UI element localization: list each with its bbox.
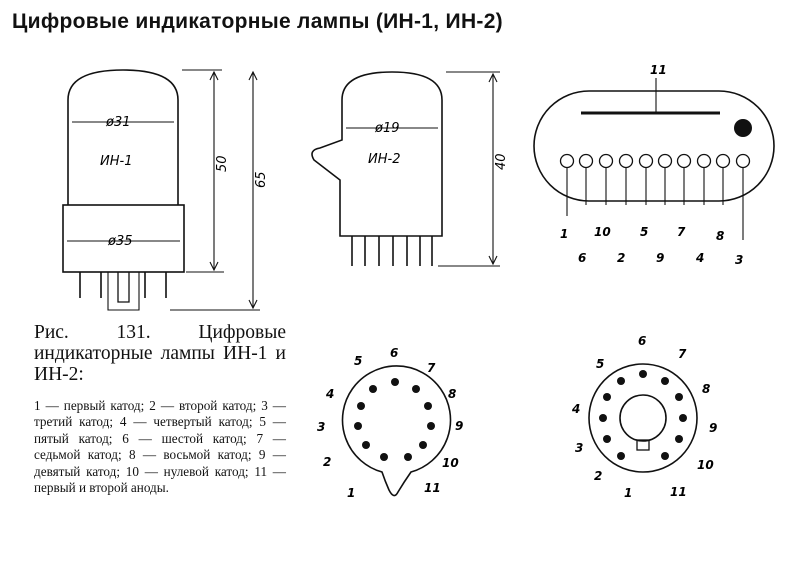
in1-name-label: ИН-1	[100, 154, 132, 169]
base1-outline	[341, 365, 452, 497]
base1-pins	[354, 378, 435, 461]
side-label-7: 7	[677, 225, 686, 239]
base2-label-10: 10	[697, 458, 714, 472]
base1-label-4: 4	[325, 387, 334, 401]
base1-label-11: 11	[424, 481, 441, 495]
side-label-3: 3	[735, 253, 743, 267]
side-label-1: 1	[560, 227, 568, 241]
in1-lamp-outline	[62, 69, 185, 311]
in2-height: 40	[494, 153, 509, 170]
base2-label-6: 6	[638, 334, 646, 348]
side-view-dot	[734, 119, 752, 137]
base2-label-4: 4	[571, 402, 580, 416]
base2-pins	[599, 370, 687, 460]
in1-height-body: 50	[215, 155, 230, 172]
side-view-outline	[533, 78, 775, 240]
base2-label-3: 3	[575, 441, 583, 455]
side-label-10: 10	[594, 225, 611, 239]
figure-title: Цифровые индикаторные лампы (ИН-1, ИН-2)	[12, 10, 503, 33]
in1-top-diameter: ø31	[105, 115, 131, 130]
base1-label-2: 2	[323, 455, 331, 469]
base2-label-9: 9	[709, 421, 717, 435]
base1-label-5: 5	[354, 354, 362, 368]
base1-label-10: 10	[442, 456, 459, 470]
base1-label-1: 1	[347, 486, 355, 500]
base2-label-1: 1	[624, 486, 632, 500]
base1-label-6: 6	[390, 346, 398, 360]
base2-label-2: 2	[594, 469, 602, 483]
base1-label-7: 7	[427, 361, 436, 375]
base1-label-9: 9	[455, 419, 463, 433]
in1-height-total: 65	[254, 171, 269, 188]
side-view-anode-label: 11	[650, 63, 667, 77]
side-label-8: 8	[716, 229, 724, 243]
side-label-4: 4	[695, 251, 704, 265]
figure-caption-heading: Рис. 131. Цифровые индикаторные лампы ИН…	[34, 322, 286, 385]
base2-label-7: 7	[678, 347, 687, 361]
in2-name-label: ИН-2	[368, 152, 400, 167]
base2-label-11: 11	[670, 485, 687, 499]
in1-dimension-lines	[67, 69, 260, 311]
base1-label-8: 8	[448, 387, 456, 401]
in1-base-diameter: ø35	[107, 234, 133, 249]
in2-dimension-lines	[346, 71, 500, 267]
side-label-2: 2	[617, 251, 625, 265]
in2-lamp-outline	[311, 71, 443, 266]
base2-label-8: 8	[702, 382, 710, 396]
side-view-cathode-circles	[559, 153, 751, 169]
side-label-9: 9	[656, 251, 664, 265]
base2-label-5: 5	[596, 357, 604, 371]
side-label-5: 5	[640, 225, 648, 239]
in2-diameter: ø19	[374, 121, 400, 136]
side-label-6: 6	[578, 251, 586, 265]
base1-label-3: 3	[317, 420, 325, 434]
base2-outline	[588, 363, 698, 473]
figure-caption-legend: 1 — первый катод; 2 — второй катод; 3 — …	[34, 398, 286, 496]
